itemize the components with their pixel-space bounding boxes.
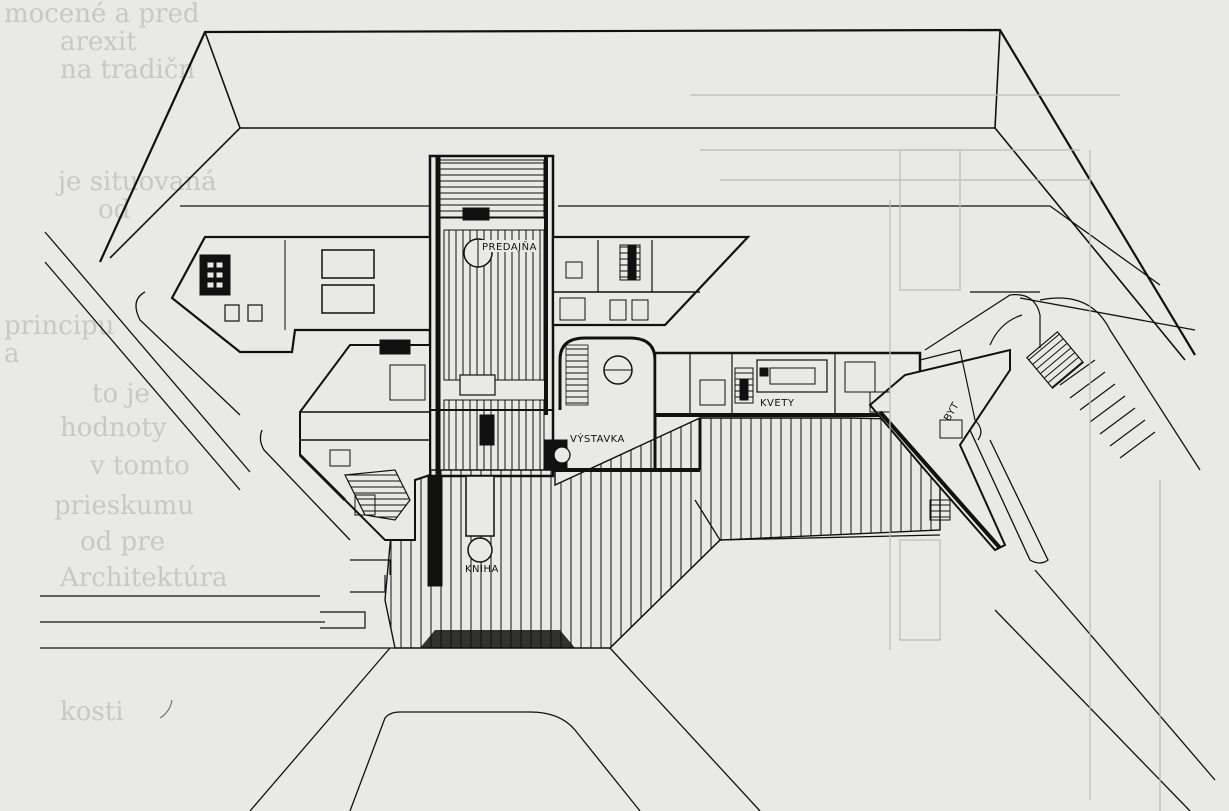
stray-mark: [159, 699, 173, 719]
left-lower-rooms: [298, 339, 431, 541]
lower-spine: [427, 475, 495, 587]
right-upper-wing: [551, 235, 751, 327]
label-vystavka: VÝSTAVKA: [570, 432, 625, 445]
svg-text:od: od: [98, 195, 130, 225]
central-spine: [428, 154, 555, 478]
label-kniha: KNIHA: [465, 564, 499, 575]
svg-text:Architektúra: Architektúra: [59, 563, 228, 593]
room-labels: PREDAJŇA VÝSTAVKA KVETY BYT KNIHA: [465, 240, 962, 575]
bleed-through-text: mocené a pred arexit na tradičn je situo…: [4, 0, 228, 727]
svg-text:hodnoty: hodnoty: [60, 413, 167, 443]
svg-text:prieskumu: prieskumu: [54, 491, 194, 521]
label-predajna: PREDAJŇA: [482, 240, 537, 253]
entry-steps: [320, 559, 391, 629]
left-wing: [170, 235, 432, 354]
svg-text:arexit: arexit: [60, 27, 137, 57]
svg-text:a: a: [4, 339, 20, 369]
diagonal-wing: [868, 348, 1011, 552]
svg-text:kosti: kosti: [60, 697, 124, 727]
svg-text:v tomto: v tomto: [89, 451, 190, 481]
street-curbs: [40, 205, 1216, 811]
svg-text:principu: principu: [4, 311, 114, 341]
context-faint: [690, 94, 1161, 811]
exhibition-hall: [544, 336, 702, 472]
svg-text:na tradičn: na tradičn: [60, 55, 195, 85]
svg-text:mocené a pred: mocené a pred: [4, 0, 200, 29]
parking-stalls: [919, 294, 1156, 459]
label-kvety: KVETY: [760, 398, 795, 409]
svg-text:to je: to je: [92, 379, 150, 409]
svg-text:od pre: od pre: [80, 527, 165, 557]
